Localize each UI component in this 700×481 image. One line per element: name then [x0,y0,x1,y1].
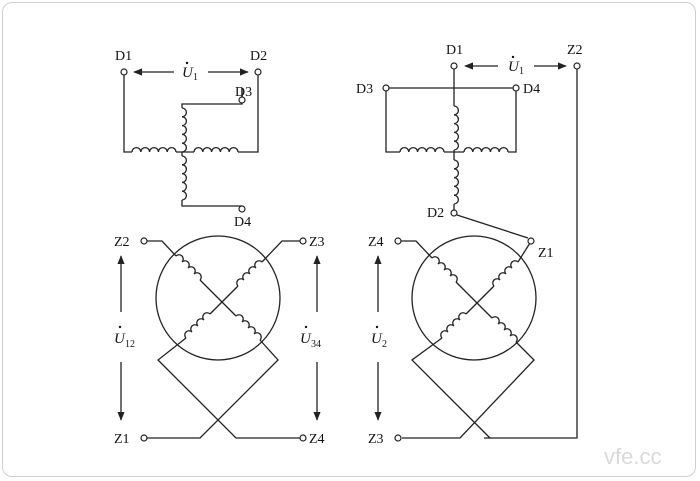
left-terminal-z1 [140,434,148,442]
left-stator-circuit [120,68,262,213]
right-terminal-d1 [450,62,458,70]
right-terminal-d2 [450,209,458,217]
right-rotor [374,235,537,442]
right-label-z3: Z3 [368,432,384,447]
left-label-z4: Z4 [309,432,325,447]
right-stator-winding-v2 [453,159,460,205]
left-terminal-d4 [238,205,246,213]
right-terminal-d4 [512,84,520,92]
right-label-d2: D2 [427,206,444,221]
left-u34-subscript: 34 [311,339,321,350]
right-stator-winding-v1 [453,105,460,151]
right-u1-symbol: U [508,59,520,75]
right-terminal-z2 [573,62,581,70]
right-label-d1: D1 [446,43,463,58]
left-stator-winding-h1 [131,146,177,153]
right-label-z1: Z1 [538,246,554,261]
left-stator-winding-v1 [181,107,188,153]
left-terminal-z4 [299,434,307,442]
left-terminal-z3 [299,237,307,245]
right-label-z2-top: Z2 [567,43,583,58]
left-label-d2: D2 [250,49,267,64]
left-u12-subscript: 12 [125,339,135,350]
left-label-d1: D1 [115,49,132,64]
left-stator-winding-h2 [193,146,239,153]
left-terminal-z2 [140,237,148,245]
left-u1-symbol: U [182,65,194,81]
left-stator-winding-v2 [181,155,188,201]
right-label-z4: Z4 [368,235,384,250]
right-terminal-z3 [394,434,402,442]
right-stator-winding-h1 [399,146,445,153]
right-stator-winding-h2 [463,146,509,153]
right-terminal-z1 [527,237,535,245]
right-terminal-d3 [382,84,390,92]
left-terminal-d1 [120,68,128,76]
left-rotor [117,235,321,442]
left-u1-subscript: 1 [193,72,198,83]
right-u2-symbol: U [371,331,383,347]
watermark: vfe.cc [604,444,661,469]
right-terminal-z4 [394,237,402,245]
right-label-d4: D4 [523,82,540,97]
left-label-d4: D4 [234,215,251,230]
diagram-frame [2,2,696,477]
right-u1-subscript: 1 [519,66,524,77]
right-stator-circuit [382,62,581,439]
left-u12-symbol: U [114,331,126,347]
right-label-d3: D3 [356,82,373,97]
left-terminal-d2 [254,68,262,76]
left-label-d3: D3 [235,85,252,100]
left-label-z3: Z3 [309,235,325,250]
right-u2-subscript: 2 [382,339,387,350]
left-label-z2: Z2 [114,235,130,250]
left-u34-symbol: U [300,331,312,347]
left-label-z1: Z1 [114,432,130,447]
